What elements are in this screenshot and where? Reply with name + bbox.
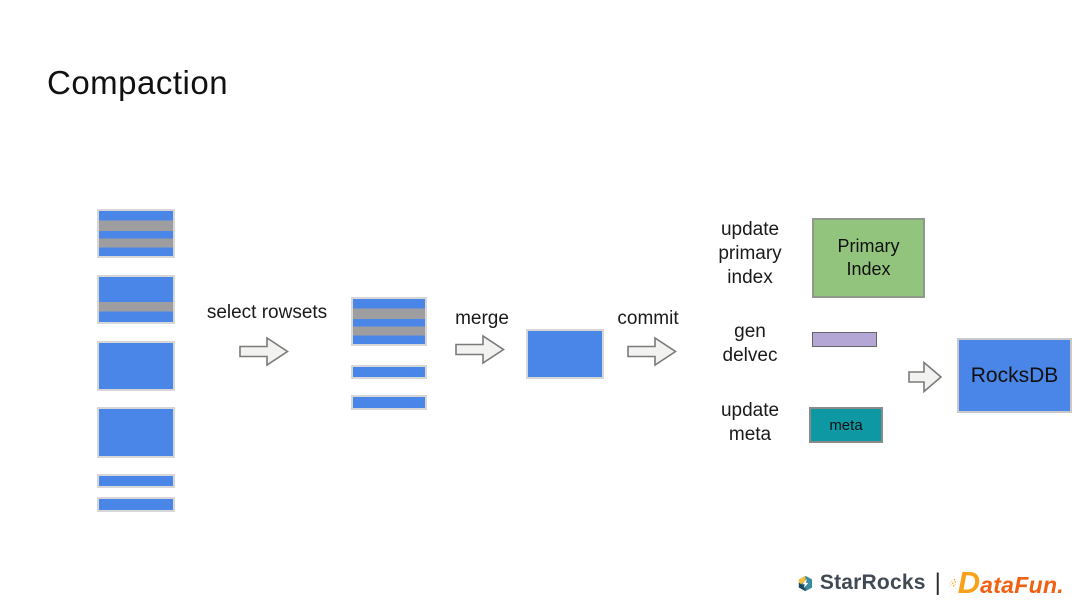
merge-label: merge bbox=[455, 308, 509, 329]
starrocks-logo-icon bbox=[798, 575, 813, 591]
selected-rowset-thin-1 bbox=[351, 365, 427, 379]
rocksdb-box: RocksDB bbox=[957, 338, 1072, 413]
rowset-solid-1 bbox=[97, 341, 175, 391]
rowset-thin-2 bbox=[97, 497, 175, 512]
commit-label: commit bbox=[617, 308, 679, 329]
selected-rowset-striped bbox=[351, 297, 427, 346]
rowset-solid-2 bbox=[97, 407, 175, 458]
selected-rowset-thin-2 bbox=[351, 395, 427, 410]
update-meta-label: update meta bbox=[720, 400, 780, 445]
logo-separator: | bbox=[934, 569, 941, 596]
select-rowsets-label: select rowsets bbox=[206, 302, 328, 323]
page-title: Compaction bbox=[47, 64, 229, 101]
rowset-striped-1 bbox=[97, 209, 175, 258]
datafun-dots-icon bbox=[949, 579, 956, 587]
rowset-striped-2 bbox=[97, 275, 175, 324]
footer-logos: StarRocks | D ataFun. bbox=[798, 563, 1064, 603]
arrow-right-icon bbox=[908, 360, 943, 394]
arrow-right-icon bbox=[627, 336, 677, 367]
datafun-wordmark: D ataFun. bbox=[957, 565, 1064, 600]
merged-rowset bbox=[526, 329, 604, 379]
update-primary-index-label: update primary index bbox=[718, 219, 782, 288]
rowset-thin-1 bbox=[97, 474, 175, 488]
delvec-bar bbox=[812, 332, 877, 347]
gen-delvec-label: gen delvec bbox=[722, 321, 778, 366]
meta-box: meta bbox=[809, 407, 883, 443]
starrocks-wordmark: StarRocks bbox=[819, 571, 926, 594]
arrow-right-icon bbox=[455, 334, 505, 365]
arrow-right-icon bbox=[239, 336, 289, 367]
primary-index-box: Primary Index bbox=[812, 218, 925, 298]
